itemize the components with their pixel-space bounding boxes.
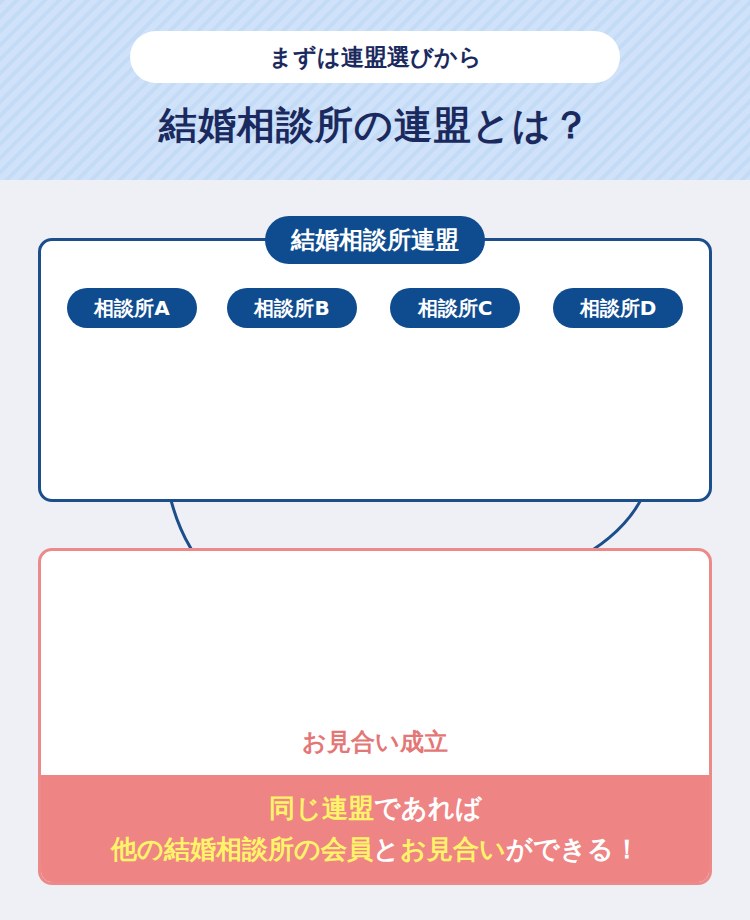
intro-label: まずは連盟選びから [269,42,482,73]
agency-pill: 相談所B [227,288,357,328]
match-box: お見合い成立同じ連盟であれば 他の結婚相談所の会員とお見合いができる！ [38,548,712,885]
agency-pill: 相談所D [553,288,683,328]
agency-label: 相談所C [418,295,493,322]
agency-pill: 相談所A [67,288,197,328]
title: 結婚相談所の連盟とは？ [0,100,750,151]
agency-label: 相談所B [254,295,329,322]
agency-label: 相談所D [580,295,657,322]
federation-heading: 結婚相談所連盟 [265,216,485,264]
federation-box: 結婚相談所連盟相談所A相談所B相談所C相談所D [38,238,712,502]
header-band [0,0,750,180]
agency-label: 相談所A [94,295,169,322]
intro-pill: まずは連盟選びから [130,31,620,83]
match-label: お見合い成立 [41,726,709,758]
agency-pill: 相談所C [390,288,520,328]
message-text: 同じ連盟であれば 他の結婚相談所の会員とお見合いができる！ [111,788,640,869]
message-band: 同じ連盟であれば 他の結婚相談所の会員とお見合いができる！ [41,775,709,882]
